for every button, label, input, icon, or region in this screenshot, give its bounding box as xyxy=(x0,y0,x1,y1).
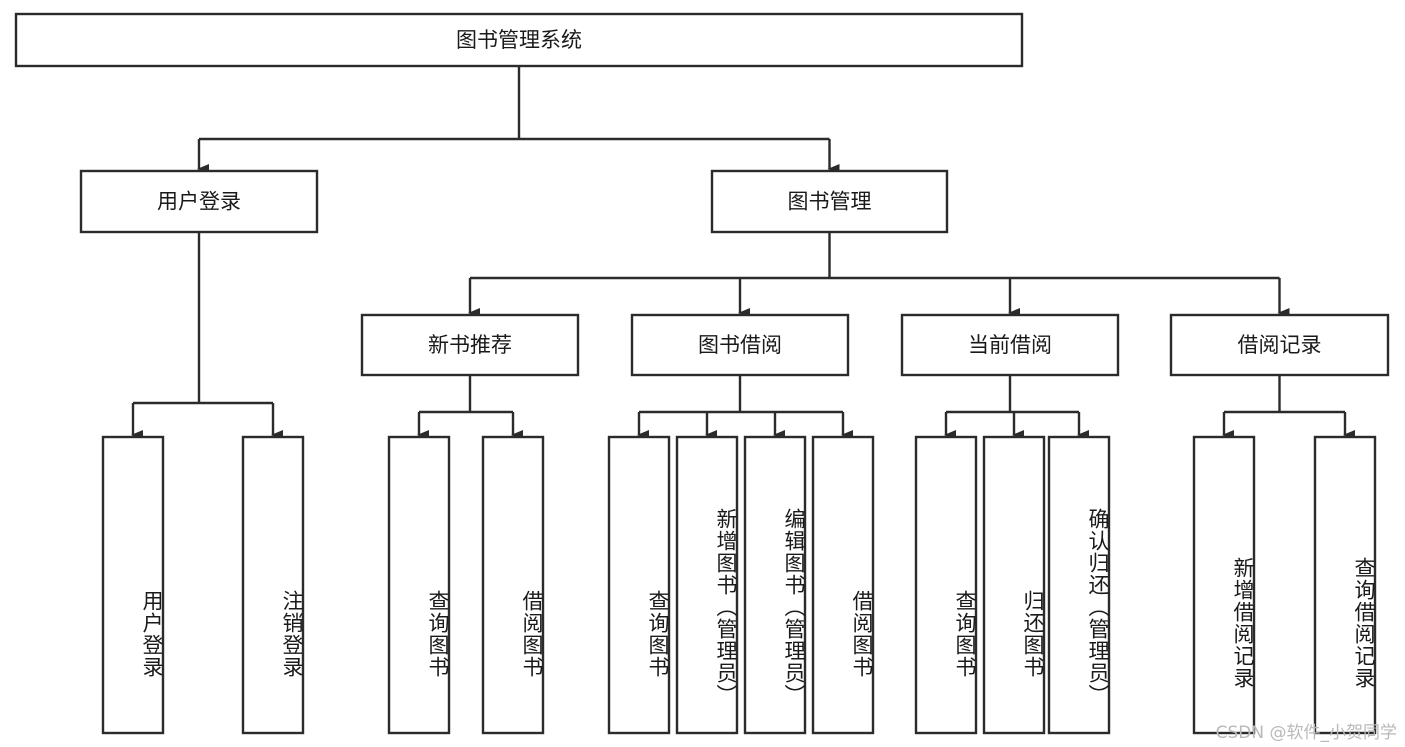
node-leaf-10-rect[interactable] xyxy=(1047,435,1111,735)
node-leaf-9-rect[interactable] xyxy=(982,435,1046,735)
node-root[interactable]: 图书管理系统 xyxy=(14,12,1024,68)
node-leaf-11-rect[interactable] xyxy=(1192,435,1256,735)
node-root-rect[interactable] xyxy=(14,12,1024,68)
node-leaf-6-rect[interactable] xyxy=(743,435,807,735)
node-leaf-7[interactable] xyxy=(811,435,875,735)
node-leaf-0[interactable] xyxy=(101,435,165,735)
node-leaf-8[interactable] xyxy=(914,435,978,735)
node-level2-0-label: 用户登录 xyxy=(157,190,241,214)
node-leaf-1-rect[interactable] xyxy=(241,435,305,735)
node-leaf-12[interactable] xyxy=(1313,435,1377,735)
node-level3-0-label: 新书推荐 xyxy=(428,333,512,357)
node-leaf-10[interactable] xyxy=(1047,435,1111,735)
node-level3-1[interactable]: 图书借阅 xyxy=(630,313,850,377)
connector-layer xyxy=(131,66,1355,440)
node-level3-1-label: 图书借阅 xyxy=(698,333,782,357)
node-level3-2[interactable]: 当前借阅 xyxy=(900,313,1120,377)
node-leaf-12-rect[interactable] xyxy=(1313,435,1377,735)
node-leaf-1[interactable] xyxy=(241,435,305,735)
node-level3-2-rect[interactable] xyxy=(900,313,1120,377)
node-leaf-3-rect[interactable] xyxy=(481,435,545,735)
node-level3-3-rect[interactable] xyxy=(1169,313,1390,377)
node-leaf-4[interactable] xyxy=(607,435,671,735)
node-level2-0[interactable]: 用户登录 xyxy=(79,169,319,234)
node-level2-1[interactable]: 图书管理 xyxy=(710,169,949,234)
node-leaf-9[interactable] xyxy=(982,435,1046,735)
node-level3-3[interactable]: 借阅记录 xyxy=(1169,313,1390,377)
node-leaf-4-rect[interactable] xyxy=(607,435,671,735)
node-level2-0-rect[interactable] xyxy=(79,169,319,234)
node-level2-1-label: 图书管理 xyxy=(788,190,872,214)
node-leaf-2-rect[interactable] xyxy=(387,435,451,735)
node-leaf-5[interactable] xyxy=(675,435,739,735)
node-level3-3-label: 借阅记录 xyxy=(1238,333,1322,357)
node-level3-0-rect[interactable] xyxy=(360,313,580,377)
node-leaf-11[interactable] xyxy=(1192,435,1256,735)
node-leaf-6[interactable] xyxy=(743,435,807,735)
node-level3-1-rect[interactable] xyxy=(630,313,850,377)
node-level2-1-rect[interactable] xyxy=(710,169,949,234)
node-level3-2-label: 当前借阅 xyxy=(968,333,1052,357)
node-leaf-8-rect[interactable] xyxy=(914,435,978,735)
node-root-label: 图书管理系统 xyxy=(456,28,582,52)
node-leaf-0-rect[interactable] xyxy=(101,435,165,735)
node-level3-0[interactable]: 新书推荐 xyxy=(360,313,580,377)
node-leaf-3[interactable] xyxy=(481,435,545,735)
node-leaf-7-rect[interactable] xyxy=(811,435,875,735)
node-leaf-5-rect[interactable] xyxy=(675,435,739,735)
node-leaf-2[interactable] xyxy=(387,435,451,735)
